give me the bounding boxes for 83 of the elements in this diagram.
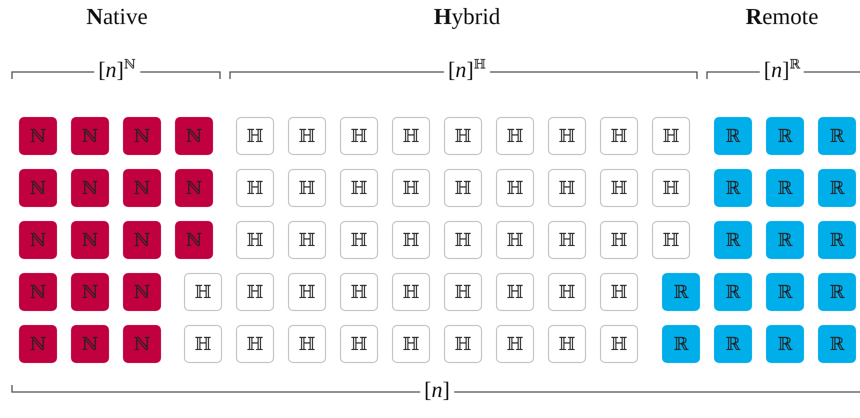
symbol-tile: ℝ xyxy=(766,221,804,259)
symbol-tile: ℍ xyxy=(548,117,586,155)
symbol-tile: ℍ xyxy=(236,325,274,363)
symbol-tile: ℍ xyxy=(652,169,690,207)
symbol-tile: ℍ xyxy=(288,325,326,363)
symbol-tile: ℕ xyxy=(19,273,57,311)
symbol-tile: ℕ xyxy=(71,273,109,311)
symbol-tile: ℍ xyxy=(288,169,326,207)
symbol-tile: ℍ xyxy=(340,221,378,259)
symbol-tile: ℍ xyxy=(600,273,638,311)
symbol-tile: ℕ xyxy=(19,117,57,155)
symbol-tile: ℝ xyxy=(818,273,856,311)
symbol-tile: ℝ xyxy=(766,169,804,207)
symbol-tile: ℍ xyxy=(496,117,534,155)
symbol-tile: ℍ xyxy=(340,117,378,155)
symbol-tile: ℍ xyxy=(600,325,638,363)
symbol-tile: ℕ xyxy=(19,325,57,363)
symbol-tile: ℍ xyxy=(444,273,482,311)
symbol-tile: ℕ xyxy=(175,117,213,155)
symbol-tile: ℍ xyxy=(184,325,222,363)
symbol-tile: ℍ xyxy=(600,221,638,259)
symbol-tile: ℍ xyxy=(340,169,378,207)
symbol-tile: ℍ xyxy=(288,221,326,259)
symbol-tile: ℕ xyxy=(71,169,109,207)
symbol-tile: ℍ xyxy=(652,221,690,259)
symbol-tile: ℍ xyxy=(392,117,430,155)
bracket-label: [n]$^{ℕ}$ xyxy=(94,57,140,83)
symbol-tile: ℝ xyxy=(714,117,752,155)
symbol-tile: ℝ xyxy=(818,221,856,259)
symbol-tile: ℍ xyxy=(392,325,430,363)
symbol-tile: ℝ xyxy=(766,273,804,311)
symbol-tile: ℕ xyxy=(123,221,161,259)
symbol-tile: ℕ xyxy=(19,169,57,207)
symbol-tile: ℍ xyxy=(496,273,534,311)
symbol-tile: ℝ xyxy=(818,169,856,207)
symbol-tile: ℍ xyxy=(444,325,482,363)
symbol-tile: ℝ xyxy=(818,117,856,155)
symbol-tile: ℍ xyxy=(236,117,274,155)
symbol-tile: ℕ xyxy=(175,169,213,207)
symbol-tile: ℍ xyxy=(184,273,222,311)
symbol-tile: ℝ xyxy=(714,325,752,363)
bracket-label: [n]$^{ℍ}$ xyxy=(444,57,490,83)
symbol-tile: ℕ xyxy=(175,221,213,259)
symbol-tile: ℝ xyxy=(714,169,752,207)
symbol-tile: ℍ xyxy=(548,169,586,207)
symbol-tile: ℍ xyxy=(392,169,430,207)
symbol-tile: ℝ xyxy=(818,325,856,363)
symbol-tile: ℍ xyxy=(444,117,482,155)
symbol-tile: ℍ xyxy=(340,273,378,311)
symbol-tile: ℍ xyxy=(496,221,534,259)
symbol-tile: ℍ xyxy=(548,221,586,259)
symbol-tile: ℍ xyxy=(600,169,638,207)
symbol-tile: ℍ xyxy=(392,273,430,311)
symbol-tile: ℕ xyxy=(71,325,109,363)
symbol-tile: ℕ xyxy=(123,273,161,311)
symbol-tile: ℍ xyxy=(444,169,482,207)
symbol-tile: ℍ xyxy=(236,221,274,259)
symbol-tile: ℝ xyxy=(714,273,752,311)
symbol-tile: ℕ xyxy=(123,169,161,207)
symbol-tile: ℝ xyxy=(714,221,752,259)
symbol-tile: ℍ xyxy=(600,117,638,155)
symbol-tile: ℍ xyxy=(652,117,690,155)
symbol-tile: ℕ xyxy=(71,117,109,155)
symbol-tile: ℝ xyxy=(662,325,700,363)
symbol-tile: ℍ xyxy=(444,221,482,259)
symbol-tile: ℍ xyxy=(548,273,586,311)
symbol-tile: ℝ xyxy=(662,273,700,311)
symbol-tile: ℍ xyxy=(548,325,586,363)
symbol-tile: ℍ xyxy=(288,273,326,311)
symbol-tile: ℍ xyxy=(236,169,274,207)
symbol-tile: ℍ xyxy=(392,221,430,259)
symbol-tile: ℍ xyxy=(496,325,534,363)
symbol-tile: ℕ xyxy=(19,221,57,259)
symbol-tile: ℝ xyxy=(766,325,804,363)
symbol-tile: ℍ xyxy=(236,273,274,311)
symbol-tile: ℍ xyxy=(496,169,534,207)
symbol-tile: ℍ xyxy=(288,117,326,155)
symbol-tile: ℝ xyxy=(766,117,804,155)
bracket-label: [n]$^{ℝ}$ xyxy=(760,57,804,83)
symbol-tile: ℕ xyxy=(71,221,109,259)
symbol-tile: ℕ xyxy=(123,325,161,363)
symbol-tile: ℕ xyxy=(123,117,161,155)
symbol-tile: ℍ xyxy=(340,325,378,363)
